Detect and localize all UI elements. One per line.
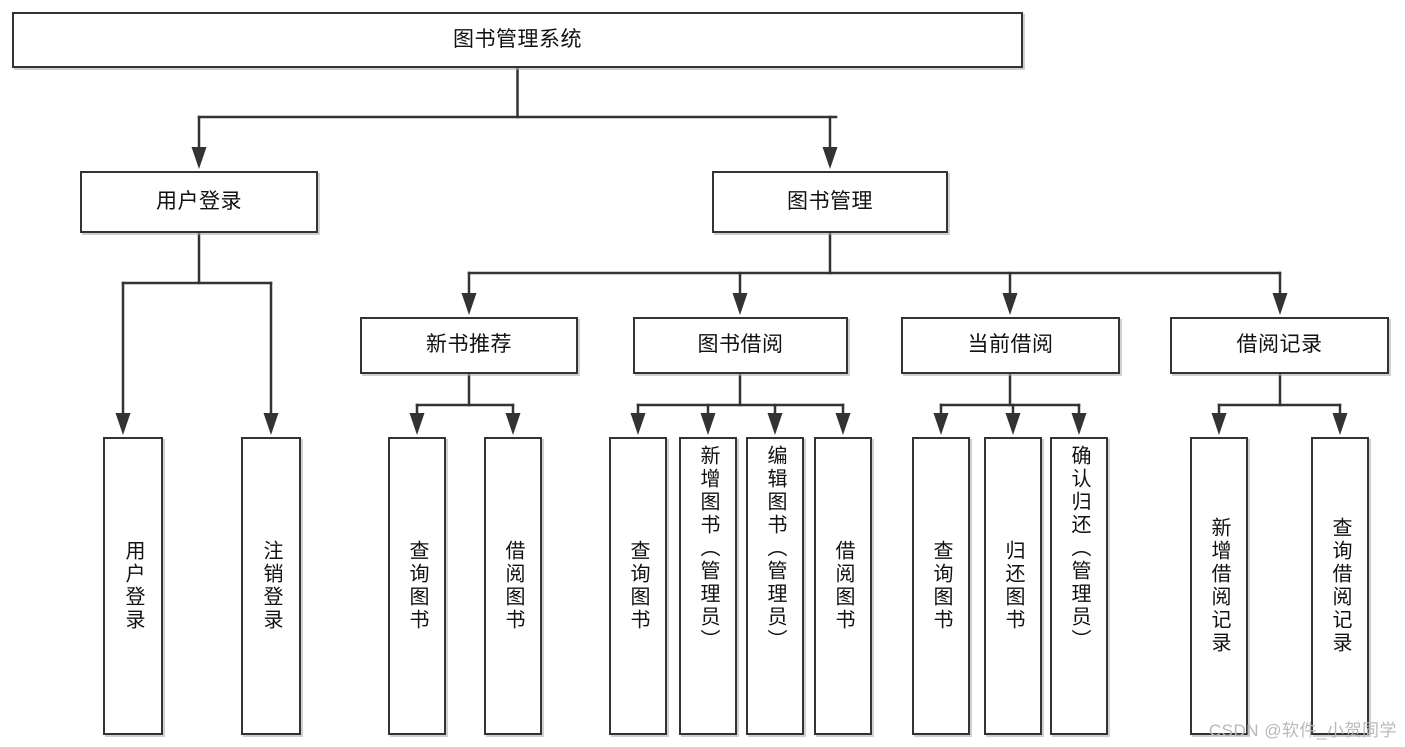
node-label: 查询图书 xyxy=(627,540,649,632)
node-label: 用户登录 xyxy=(122,540,144,632)
node-label: 借阅图书 xyxy=(832,540,854,632)
node-current-borrow[interactable]: 当前借阅 xyxy=(901,317,1120,374)
arrow-head-icon xyxy=(1071,413,1087,435)
watermark: CSDN @软件_小贺同学 xyxy=(1208,721,1397,740)
node-label: 图书管理系统 xyxy=(453,27,582,51)
node-book-borrow[interactable]: 图书借阅 xyxy=(633,317,848,374)
node-leaf-logout-login[interactable]: 注销登录 xyxy=(241,437,301,735)
arrow-head-icon xyxy=(1272,293,1288,315)
arrow-head-icon xyxy=(933,413,949,435)
arrow-head-icon xyxy=(630,413,646,435)
node-leaf-query-book-3[interactable]: 查询图书 xyxy=(912,437,970,735)
node-label: 图书管理 xyxy=(787,189,873,213)
node-label: 查询图书 xyxy=(406,540,428,632)
node-label: 新书推荐 xyxy=(426,333,512,357)
node-new-book-recommend[interactable]: 新书推荐 xyxy=(360,317,578,374)
node-leaf-user-login[interactable]: 用户登录 xyxy=(103,437,163,735)
arrow-head-icon xyxy=(822,147,838,169)
node-user-login[interactable]: 用户登录 xyxy=(80,171,318,233)
arrow-head-icon xyxy=(1002,293,1018,315)
node-label: 确认归还（管理员） xyxy=(1068,445,1090,652)
arrow-head-icon xyxy=(191,147,207,169)
arrow-head-icon xyxy=(732,293,748,315)
node-label: 注销登录 xyxy=(260,540,282,632)
arrow-head-icon xyxy=(263,413,279,435)
arrow-head-icon xyxy=(835,413,851,435)
node-leaf-add-borrow-record[interactable]: 新增借阅记录 xyxy=(1190,437,1248,735)
node-label: 查询图书 xyxy=(930,540,952,632)
node-leaf-query-book-2[interactable]: 查询图书 xyxy=(609,437,667,735)
node-label: 当前借阅 xyxy=(967,333,1054,357)
node-book-management-system[interactable]: 图书管理系统 xyxy=(12,12,1023,68)
node-leaf-edit-book-admin[interactable]: 编辑图书（管理员） xyxy=(746,437,804,735)
arrow-head-icon xyxy=(115,413,131,435)
arrow-head-icon xyxy=(409,413,425,435)
node-leaf-return-book[interactable]: 归还图书 xyxy=(984,437,1042,735)
node-label: 编辑图书（管理员） xyxy=(764,445,786,652)
node-leaf-query-book-1[interactable]: 查询图书 xyxy=(388,437,446,735)
node-label: 查询借阅记录 xyxy=(1329,517,1351,655)
node-leaf-borrow-book-2[interactable]: 借阅图书 xyxy=(814,437,872,735)
node-leaf-borrow-book-1[interactable]: 借阅图书 xyxy=(484,437,542,735)
arrow-head-icon xyxy=(505,413,521,435)
node-label: 用户登录 xyxy=(156,189,242,213)
arrow-head-icon xyxy=(1332,413,1348,435)
node-leaf-add-book-admin[interactable]: 新增图书（管理员） xyxy=(679,437,737,735)
arrow-head-icon xyxy=(700,413,716,435)
arrow-head-icon xyxy=(1005,413,1021,435)
node-label: 借阅图书 xyxy=(502,540,524,632)
arrow-head-icon xyxy=(767,413,783,435)
arrow-head-icon xyxy=(461,293,477,315)
arrow-head-icon xyxy=(1211,413,1227,435)
node-borrow-record[interactable]: 借阅记录 xyxy=(1170,317,1389,374)
node-leaf-query-borrow-record[interactable]: 查询借阅记录 xyxy=(1311,437,1369,735)
node-label: 图书借阅 xyxy=(697,333,784,357)
node-label: 新增图书（管理员） xyxy=(697,445,719,652)
node-label: 借阅记录 xyxy=(1236,333,1323,357)
node-label: 归还图书 xyxy=(1002,540,1024,632)
node-leaf-confirm-return-admin[interactable]: 确认归还（管理员） xyxy=(1050,437,1108,735)
node-label: 新增借阅记录 xyxy=(1208,517,1230,655)
node-book-management[interactable]: 图书管理 xyxy=(712,171,948,233)
